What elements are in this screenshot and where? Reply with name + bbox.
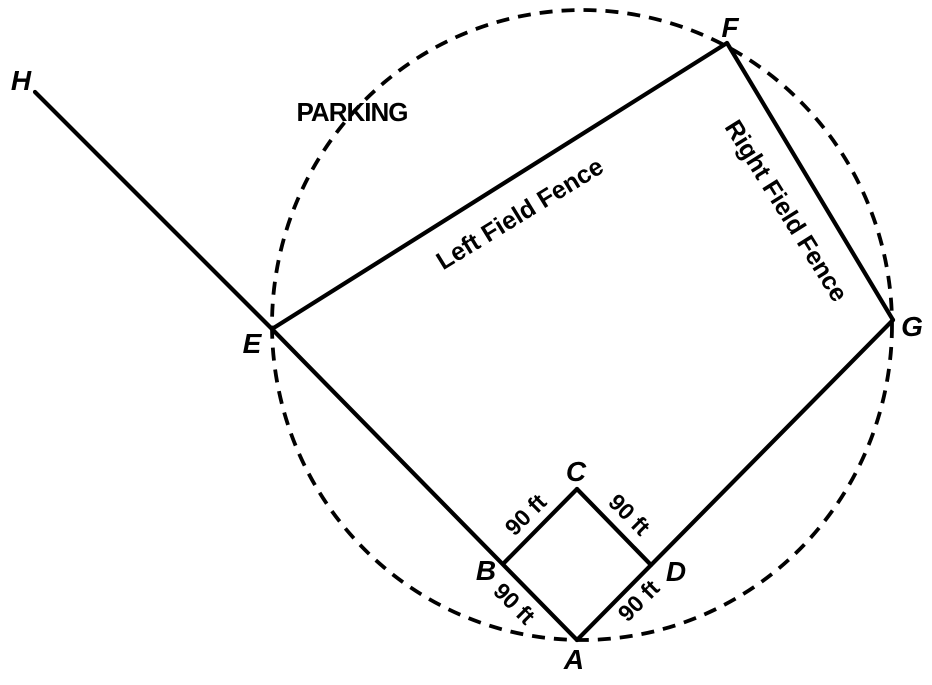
point-label-b: B — [476, 555, 496, 586]
foul-line-a-b-e — [269, 326, 580, 643]
side-length-label-bc: 90 ft — [500, 488, 552, 540]
foul-line-a-d-g — [574, 317, 896, 643]
point-label-g: G — [901, 311, 923, 342]
point-label-a: A — [563, 644, 584, 675]
diamond-side-bc — [500, 486, 580, 567]
dashed-boundary-circle — [270, 8, 894, 642]
side-length-label-ad: 90 ft — [613, 574, 665, 626]
parking-area-label: PARKING — [297, 97, 408, 127]
point-label-h: H — [11, 65, 32, 96]
side-length-label-ab: 90 ft — [488, 578, 540, 630]
diamond-side-cd — [574, 486, 654, 568]
left-field-fence-segment-ef — [269, 40, 730, 332]
ray-e-to-h — [32, 89, 275, 332]
point-label-f: F — [721, 12, 739, 43]
right-field-fence-segment-fg — [724, 40, 896, 323]
point-label-d: D — [666, 556, 686, 587]
side-length-label-cd: 90 ft — [603, 489, 655, 541]
point-label-e: E — [243, 328, 263, 359]
point-label-c: C — [566, 456, 587, 487]
